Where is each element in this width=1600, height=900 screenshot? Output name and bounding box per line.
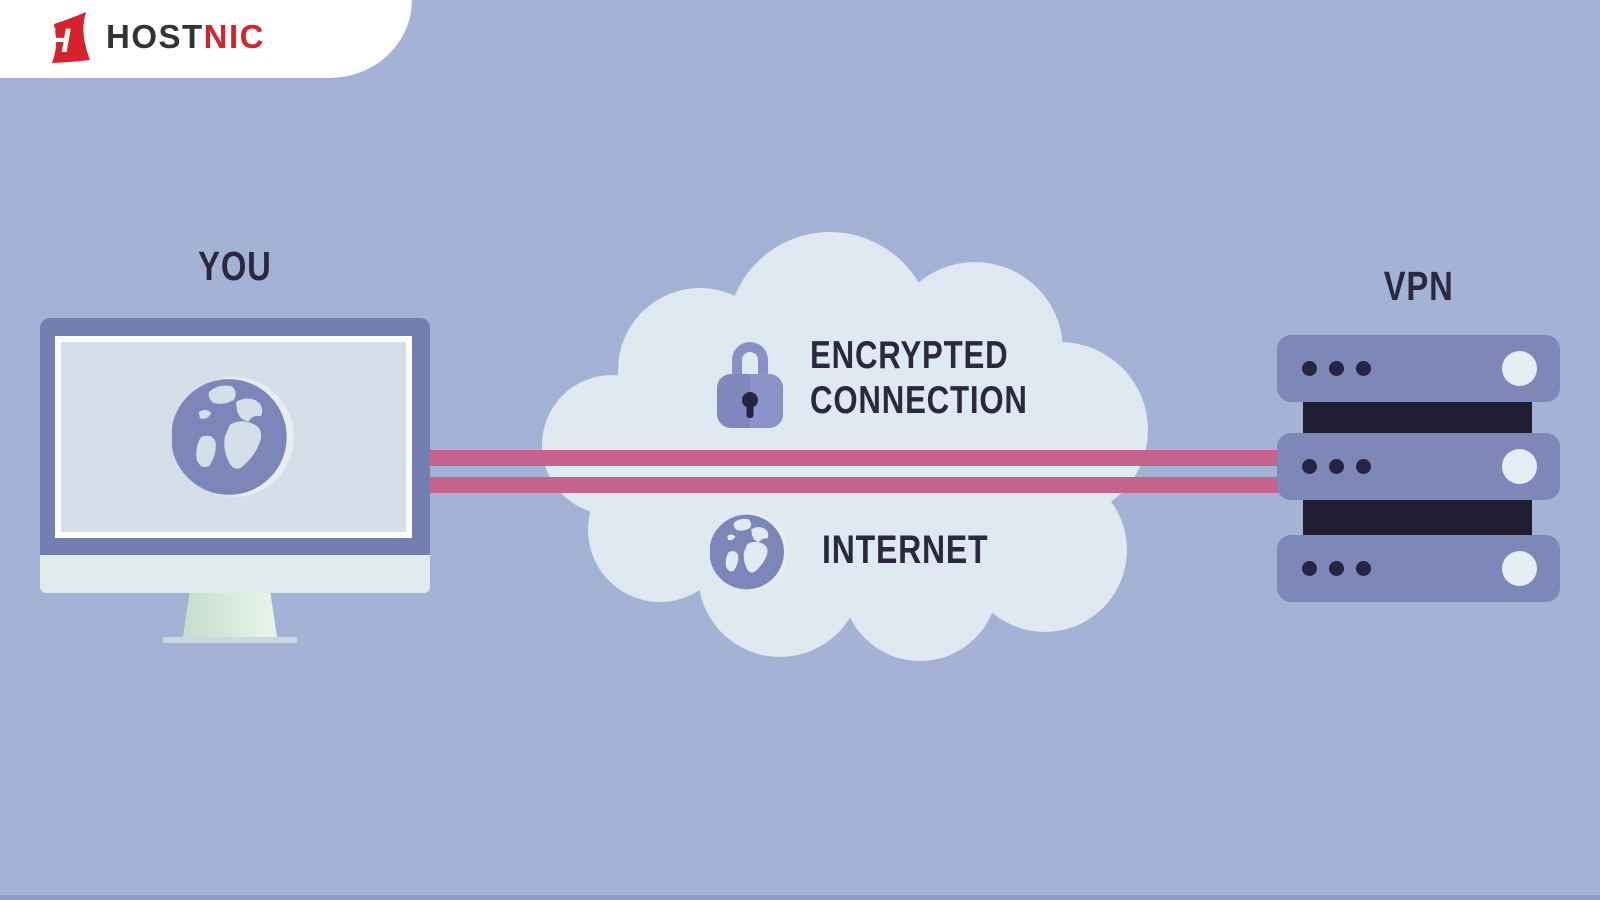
client-label-text: YOU (198, 243, 272, 289)
lock-icon (717, 342, 783, 428)
logo-text-primary: HOST (106, 18, 204, 55)
internet-label: INTERNET (822, 528, 1030, 572)
monitor-stand (183, 593, 277, 637)
server-led-icon (1356, 361, 1371, 376)
monitor-chin (40, 555, 430, 593)
server-unit (1277, 535, 1560, 602)
server-chassis-segment (1303, 496, 1532, 537)
server-label-text: VPN (1383, 263, 1454, 309)
server-led-icon (1302, 361, 1317, 376)
internet-label-text: INTERNET (822, 528, 989, 572)
server-unit (1277, 433, 1560, 500)
server-drive-icon (1502, 351, 1537, 386)
server-drive-icon (1502, 449, 1537, 484)
server-led-icon (1329, 561, 1344, 576)
server-drive-icon (1502, 551, 1537, 586)
encrypted-line2: CONNECTION (810, 379, 1028, 422)
logo-text: HOSTNIC (106, 10, 265, 64)
server-led-icon (1329, 361, 1344, 376)
server-label: VPN (1277, 263, 1560, 310)
footer-edge-strip (0, 895, 1600, 900)
logo-text-secondary: NIC (203, 18, 266, 55)
header-band: H HOSTNIC (0, 0, 412, 78)
browser-globe-icon (172, 377, 294, 497)
server-led-icon (1356, 459, 1371, 474)
server-chassis-segment (1303, 400, 1532, 435)
hostnic-logo: H HOSTNIC (46, 10, 265, 64)
encrypted-tunnel-stripe-top (425, 450, 1290, 466)
server-unit (1277, 335, 1560, 402)
monitor-base (163, 637, 297, 643)
client-label: YOU (40, 243, 430, 290)
vpn-server (1277, 335, 1560, 602)
server-led-icon (1356, 561, 1371, 576)
server-led-icon (1329, 459, 1344, 474)
server-led-icon (1302, 459, 1317, 474)
encrypted-line1: ENCRYPTED (810, 334, 1009, 377)
hostnic-mark-icon: H (46, 12, 90, 63)
encrypted-connection-label: ENCRYPTED CONNECTION (810, 333, 1082, 423)
server-led-icon (1302, 561, 1317, 576)
internet-cloud (542, 232, 1148, 661)
encrypted-tunnel-stripe-bottom (425, 477, 1290, 493)
internet-globe-icon (710, 513, 789, 591)
